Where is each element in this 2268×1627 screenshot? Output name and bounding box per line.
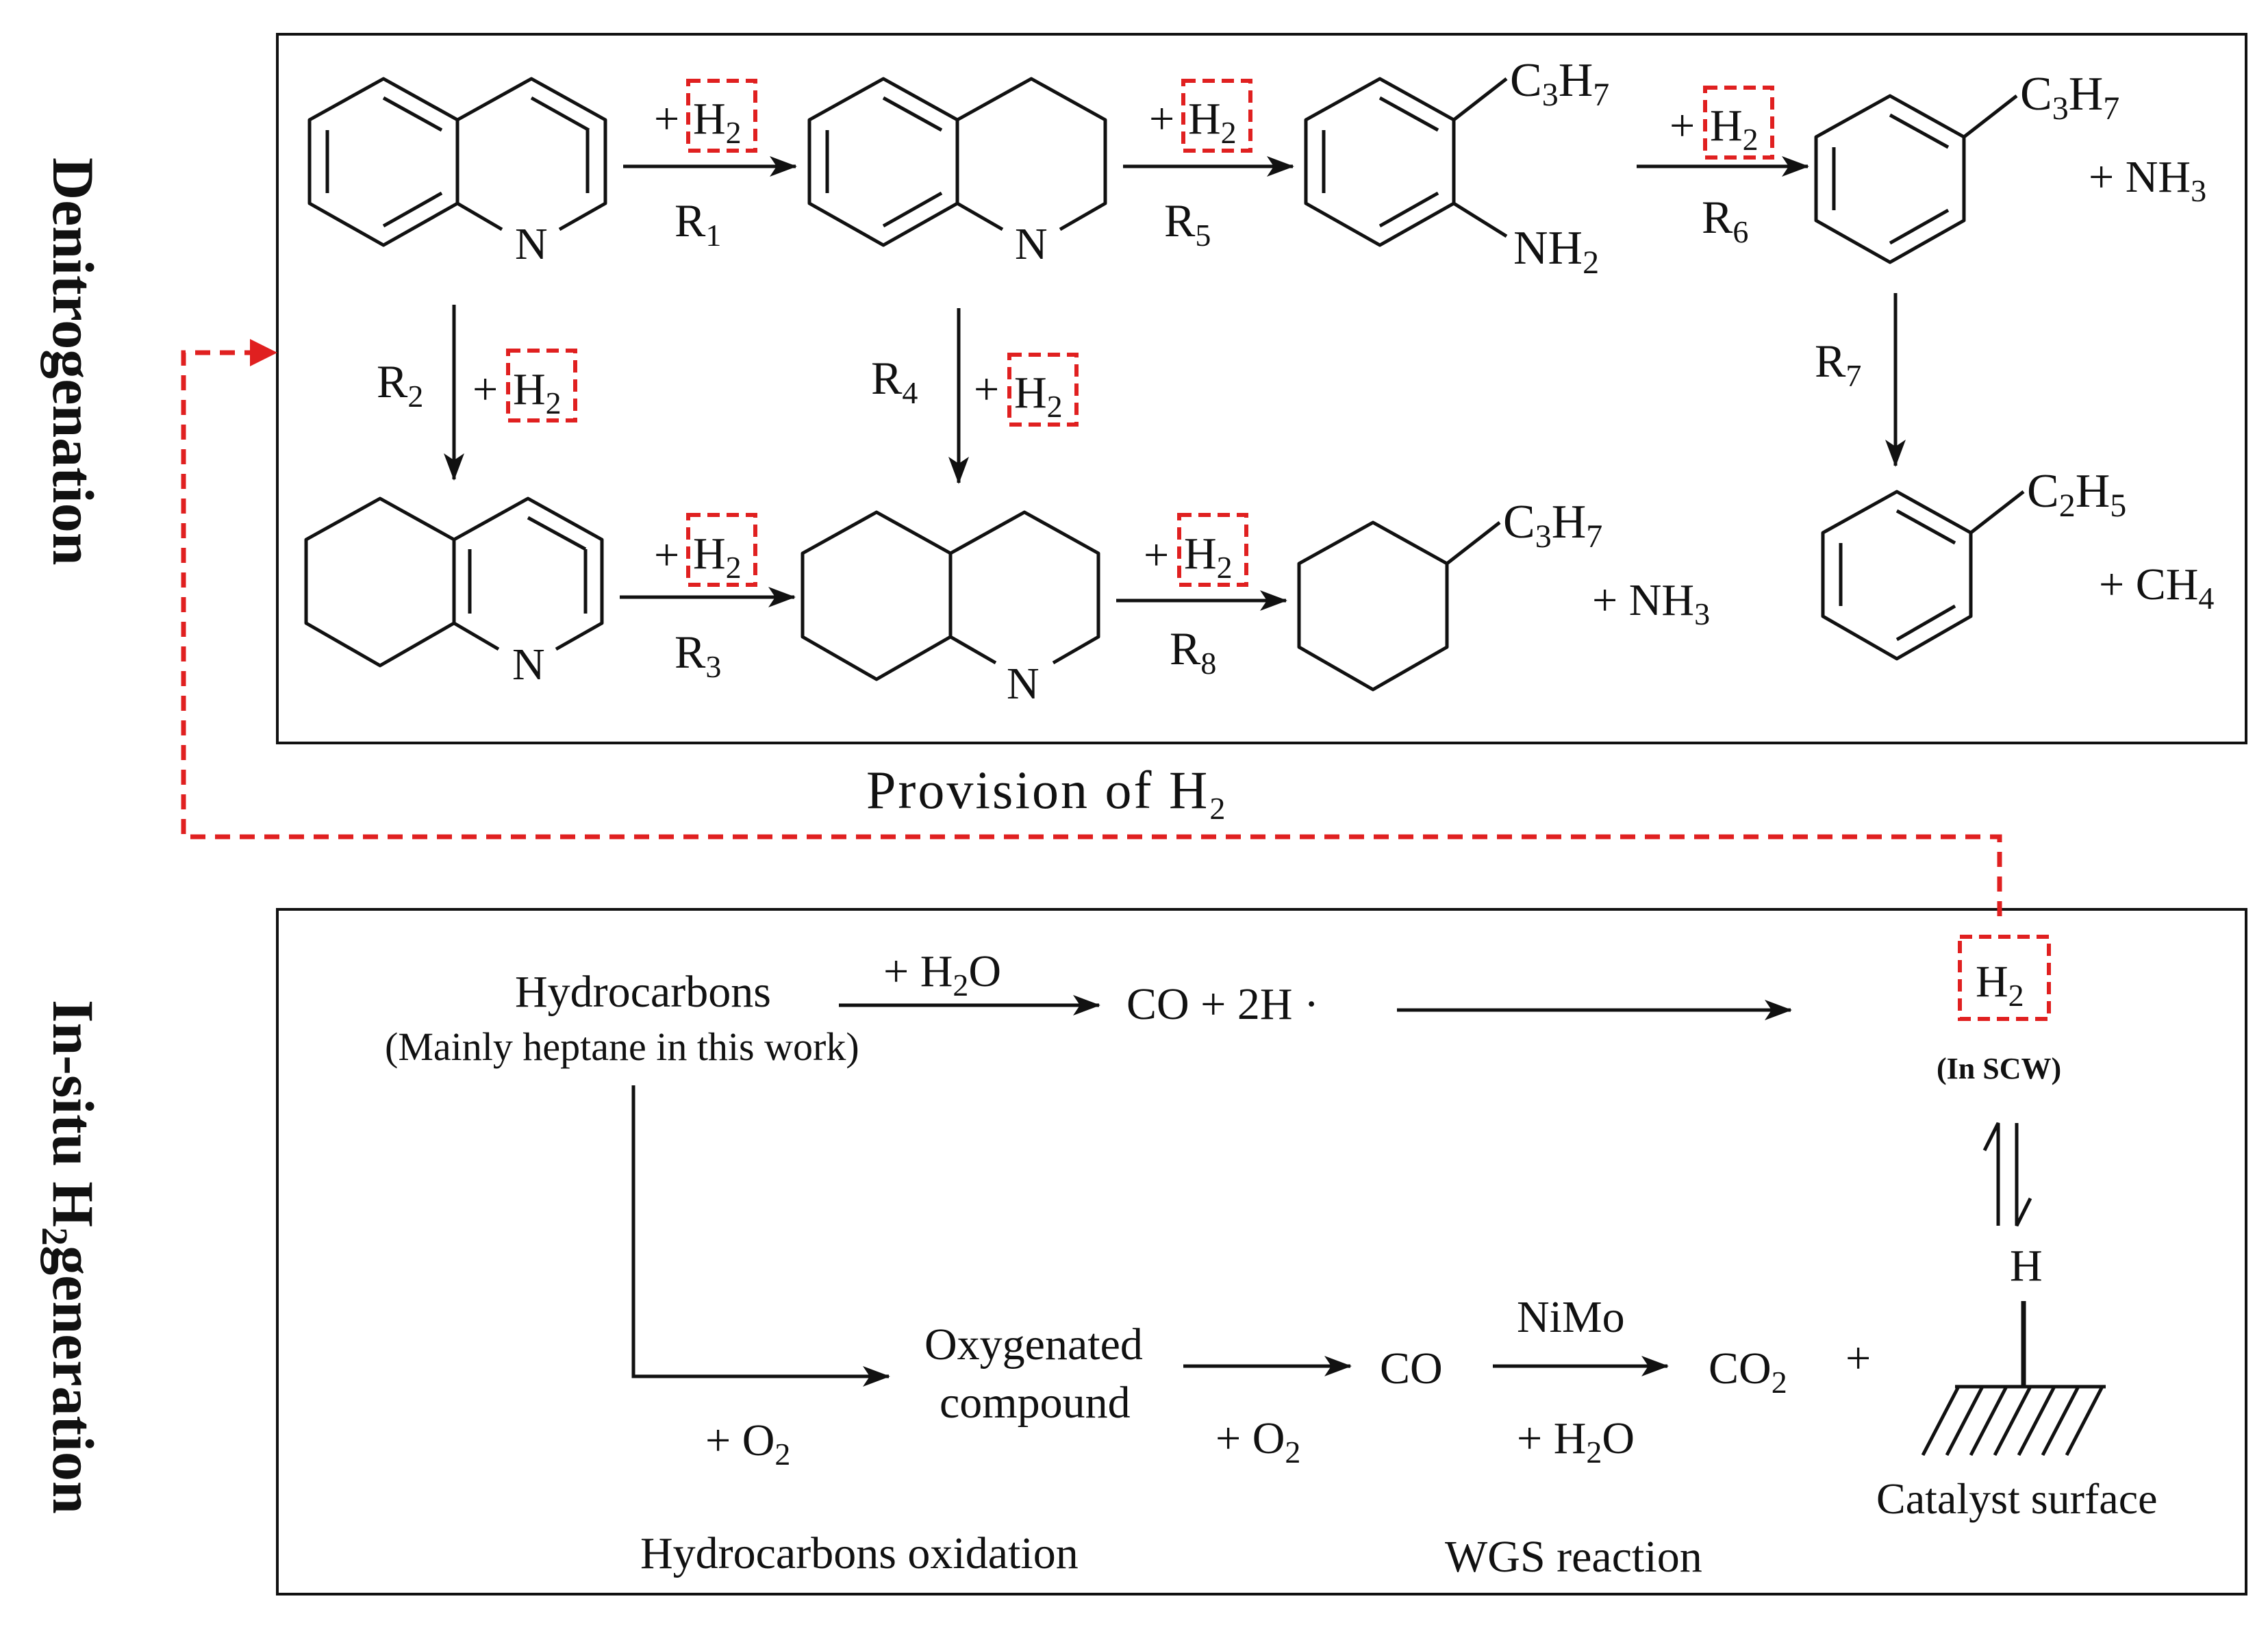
- denitrogenation-panel: [276, 33, 2247, 744]
- label-plus-h2o-wgs: + H2O: [1517, 1413, 1635, 1470]
- label-r6: R6: [1702, 191, 1748, 249]
- product-ch4: + CH4: [2099, 559, 2214, 616]
- label-r7: R7: [1815, 335, 1861, 393]
- svg-text:+: +: [654, 94, 679, 144]
- label-nimo: NiMo: [1517, 1292, 1625, 1342]
- h2-label-r4: + H2: [974, 353, 1079, 427]
- svg-text:+: +: [974, 364, 999, 414]
- label-plus-o2-second: + O2: [1215, 1413, 1300, 1470]
- label-r3: R3: [675, 626, 721, 684]
- h2-label-r8: + H2: [1144, 513, 1248, 587]
- propylaniline-nh2: NH2: [1513, 222, 1599, 281]
- label-hydrocarbons-note: (Mainly heptane in this work): [385, 1024, 859, 1069]
- label-r8: R8: [1170, 622, 1216, 681]
- molecule-propylbenzene: [1814, 94, 2018, 264]
- 5678-tetrahydroquinoline-n: N: [512, 640, 545, 690]
- label-oxygenated: Oxygenated: [924, 1320, 1143, 1370]
- label-wgs-reaction: WGS reaction: [1445, 1532, 1702, 1582]
- svg-text:+: +: [473, 364, 498, 414]
- tetrahydroquinoline-n: N: [1015, 219, 1048, 269]
- molecule-propylaniline: [1304, 77, 1508, 247]
- label-co: CO: [1380, 1344, 1443, 1393]
- svg-text:+: +: [1144, 530, 1169, 580]
- label-plus-h2o: + H2O: [883, 946, 1001, 1002]
- svg-text:+: +: [654, 530, 679, 580]
- h2-label-r1: + H2: [654, 79, 757, 153]
- equilibrium-arrow-up: [1982, 1122, 2000, 1226]
- svg-text:H2: H2: [513, 364, 562, 420]
- label-in-scw: (In SCW): [1937, 1052, 2061, 1085]
- label-co-2h: CO + 2H ·: [1126, 979, 1319, 1029]
- svg-text:H2: H2: [1976, 957, 2024, 1013]
- svg-text:+: +: [1670, 101, 1695, 151]
- decahydroquinoline-n: N: [1007, 659, 1040, 709]
- propylcyclohexane-c3h7: C3H7: [1503, 496, 1602, 555]
- svg-text:H2: H2: [693, 529, 742, 585]
- propylaniline-c3h7: C3H7: [1510, 54, 1609, 113]
- svg-text:H2: H2: [1188, 94, 1237, 150]
- molecule-5678-tetrahydroquinoline: [304, 496, 604, 668]
- h2-label-r6: + H2: [1670, 86, 1774, 160]
- label-r5: R5: [1164, 194, 1211, 253]
- product-nh3-bottom: + NH3: [1592, 575, 1710, 631]
- caption-provision-of-h2: Provision of H2: [866, 760, 1227, 826]
- side-label-h2-generation: In-situ H2generation: [34, 1000, 106, 1514]
- propylbenzene-c3h7: C3H7: [2020, 68, 2119, 127]
- label-hydrocarbons: Hydrocarbons: [515, 967, 771, 1017]
- label-plus-o2-first: + O2: [705, 1415, 790, 1472]
- label-h-atom: H: [2010, 1241, 2043, 1291]
- svg-text:H2: H2: [1184, 529, 1233, 585]
- h2-generated-box: H2: [1958, 935, 2051, 1021]
- h2-label-r5: + H2: [1149, 79, 1252, 153]
- svg-text:H2: H2: [1014, 368, 1063, 424]
- quinoline-n: N: [515, 219, 548, 269]
- molecule-ethylbenzene: [1821, 490, 2025, 661]
- h2-supply-dashed-line: [181, 350, 2002, 916]
- ethylbenzene-c2h5: C2H5: [2027, 465, 2126, 524]
- equilibrium-arrow-down: [2015, 1123, 2032, 1227]
- svg-text:H2: H2: [1710, 101, 1759, 157]
- label-plus-co2: +: [1845, 1333, 1871, 1383]
- h2-supply-arrowhead: [250, 339, 277, 366]
- svg-text:+: +: [1149, 94, 1174, 144]
- svg-text:H2: H2: [693, 94, 742, 150]
- product-nh3-top: + NH3: [2089, 152, 2206, 208]
- h2-label-r3: + H2: [654, 513, 757, 587]
- molecule-tetrahydroquinoline: [807, 77, 1107, 247]
- label-co2: CO2: [1709, 1344, 1787, 1400]
- molecule-quinoline: [307, 77, 607, 247]
- side-label-denitrogenation: Denitrogenation: [40, 157, 106, 566]
- label-compound: compound: [940, 1378, 1131, 1428]
- label-r2: R2: [377, 355, 423, 414]
- molecule-propylcyclohexane: [1297, 520, 1501, 692]
- h2-generation-panel: [276, 908, 2247, 1596]
- h2-label-r2: + H2: [473, 349, 577, 422]
- label-catalyst-surface: Catalyst surface: [1876, 1474, 2158, 1523]
- label-r4: R4: [871, 352, 918, 410]
- molecule-decahydroquinoline: [801, 510, 1100, 681]
- label-r1: R1: [675, 194, 721, 253]
- label-hydrocarbons-oxidation: Hydrocarbons oxidation: [640, 1528, 1079, 1578]
- arrow-oxidation: [631, 1085, 890, 1387]
- catalyst-surface-hatch: [1921, 1385, 2106, 1456]
